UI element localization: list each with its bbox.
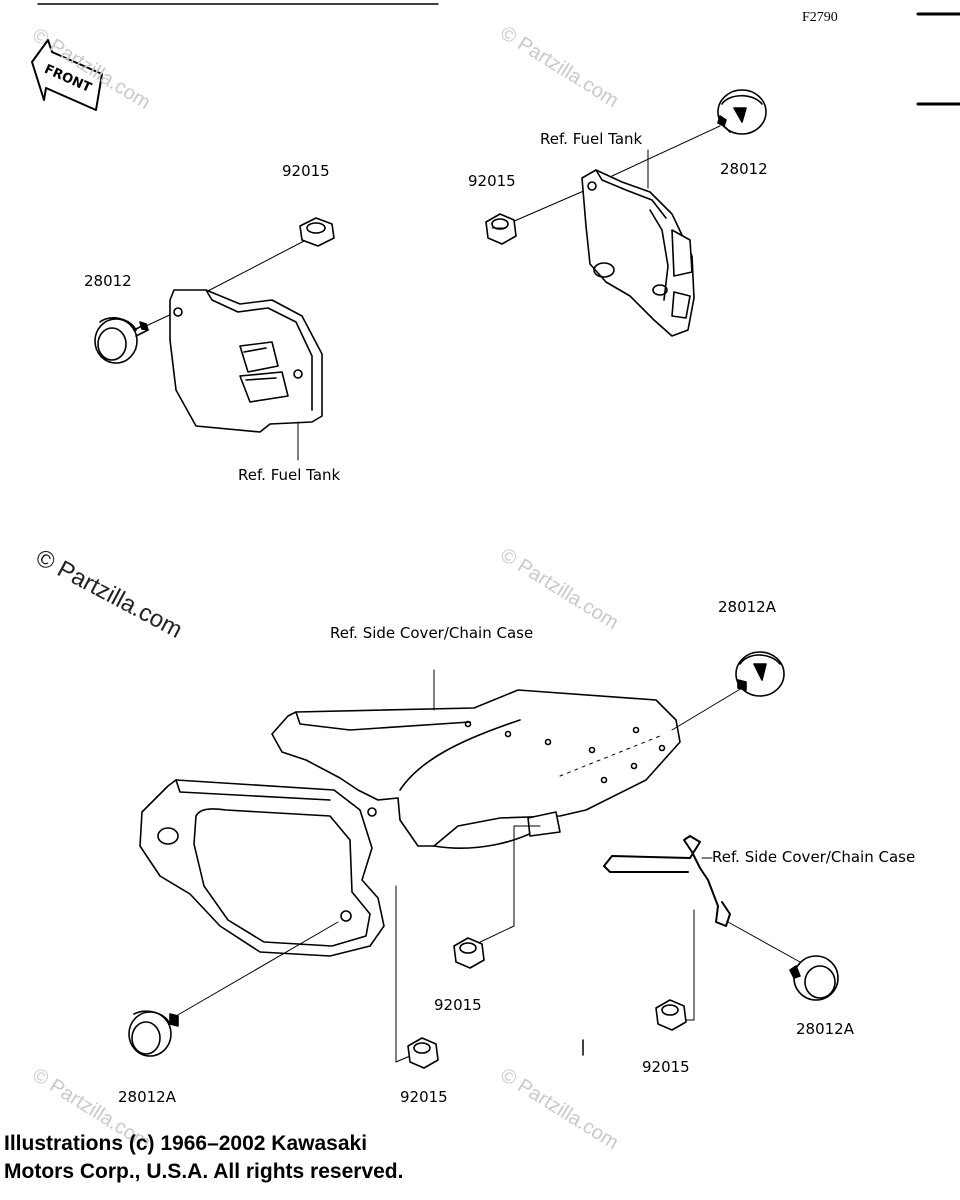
callout-left-top-nut: 92015	[282, 162, 330, 180]
front-arrow-icon	[31, 39, 103, 111]
callout-left-lower-damper: 28012A	[118, 1088, 176, 1106]
right-upper-damper-a	[735, 651, 785, 697]
copyright-line-2: Motors Corp., U.S.A. All rights reserved…	[4, 1160, 404, 1183]
callout-right-lower-nut: 92015	[642, 1058, 690, 1076]
callout-right-top-nut: 92015	[468, 172, 516, 190]
left-fuel-tank-bracket	[169, 289, 323, 433]
callout-left-top-ref: Ref. Fuel Tank	[238, 466, 341, 484]
callout-right-upper-damper: 28012A	[718, 598, 776, 616]
callout-right-top-ref: Ref. Fuel Tank	[540, 130, 643, 148]
bottom-nut	[407, 1037, 439, 1069]
left-top-nut	[299, 217, 335, 247]
right-top-nut	[485, 213, 517, 245]
callout-right-top-damper: 28012	[720, 160, 768, 178]
right-lower-nut	[655, 999, 687, 1031]
left-top-damper	[94, 317, 149, 364]
left-lower-damper-a	[128, 1010, 179, 1057]
wire-bracket	[603, 835, 731, 927]
mid-nut	[453, 937, 485, 969]
callout-mid-nut: 92015	[434, 996, 482, 1014]
right-fuel-tank-bracket	[581, 169, 695, 337]
callout-left-top-damper: 28012	[84, 272, 132, 290]
copyright-line-1: Illustrations (c) 1966–2002 Kawasaki	[4, 1132, 368, 1155]
right-top-damper	[717, 89, 767, 135]
right-lower-damper-a	[789, 955, 839, 1001]
callout-right-lower-damper: 28012A	[796, 1020, 854, 1038]
figure-code: F2790	[802, 10, 838, 25]
callout-bottom-nut: 92015	[400, 1088, 448, 1106]
callout-bracket-ref: Ref. Side Cover/Chain Case	[712, 848, 916, 866]
callout-side-cover-ref: Ref. Side Cover/Chain Case	[330, 624, 534, 642]
side-cover-chain-case	[139, 689, 681, 957]
